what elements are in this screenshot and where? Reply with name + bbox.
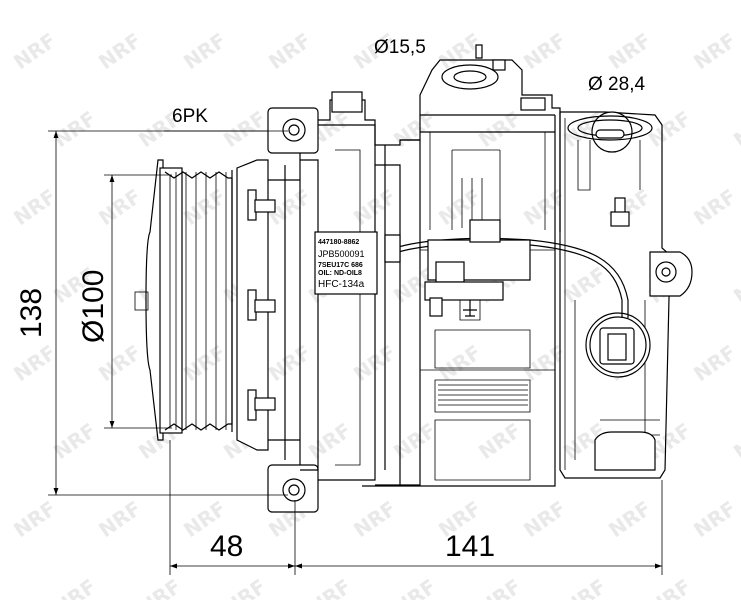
watermark-text: NRF — [264, 340, 315, 386]
label-plate: 447180-8862 JPB500091 7SEU17C 686 OIL: N… — [314, 231, 378, 295]
belt-profile-label: 6PK — [172, 106, 208, 127]
watermark-text: NRF — [604, 28, 655, 74]
watermark-text: NRF — [9, 496, 60, 542]
watermark-text: NRF — [304, 574, 355, 600]
watermark-text: NRF — [689, 184, 740, 230]
label-plate-line4: OIL: ND-OIL8 — [318, 270, 362, 277]
watermark-text: NRF — [94, 184, 145, 230]
suction-port-label: Ø15,5 — [374, 37, 426, 58]
watermark-text: NRF — [94, 28, 145, 74]
pulley-diameter-dimension: Ø100 — [77, 270, 110, 343]
watermark-text: NRF — [519, 28, 570, 74]
watermark-text: NRF — [94, 496, 145, 542]
watermark-text: NRF — [729, 418, 741, 464]
dimension-lines: 6PK 138 Ø100 48 141 Ø15,5 Ø 28,4 — [15, 37, 663, 575]
discharge-port-label: Ø 28,4 — [588, 74, 645, 95]
watermark-text: NRF — [304, 418, 355, 464]
watermark-text: NRF — [474, 106, 525, 152]
pulley — [134, 159, 233, 441]
pressure-sensor — [585, 312, 651, 378]
watermark-text: NRF — [644, 574, 695, 600]
watermark-text: NRF — [219, 106, 270, 152]
watermark-text: NRF — [689, 496, 740, 542]
height-dimension: 138 — [15, 288, 48, 338]
watermark-text: NRF — [434, 340, 485, 386]
watermark-text: NRF — [49, 574, 100, 600]
watermark-text: NRF — [9, 184, 60, 230]
watermark-text: NRF — [389, 418, 440, 464]
watermark-text: NRF — [519, 340, 570, 386]
watermark-text: NRF — [729, 106, 741, 152]
watermark-text: NRF — [474, 574, 525, 600]
compressor-body — [300, 44, 561, 487]
watermark-text: NRF — [729, 262, 741, 308]
mount-ear-bottom — [267, 464, 319, 513]
label-plate-line3: 7SEU17C 686 — [318, 262, 363, 269]
front-housing — [236, 149, 301, 471]
body-length-dimension: 141 — [445, 530, 495, 563]
watermark-text: NRF — [94, 340, 145, 386]
watermark-text: NRF — [179, 184, 230, 230]
watermark-text: NRF — [179, 340, 230, 386]
watermark-text: NRF — [729, 574, 741, 600]
watermark-text: NRF — [49, 106, 100, 152]
label-plate-line1: 447180-8862 — [318, 239, 359, 246]
label-plate-line5: HFC-134a — [318, 279, 365, 290]
watermark-text: NRF — [219, 574, 270, 600]
watermark-text: NRF — [559, 574, 610, 600]
label-plate-line2: JPB500091 — [318, 249, 365, 259]
watermark-text: NRF — [349, 496, 400, 542]
rear-head — [559, 111, 671, 479]
watermark-text: NRF — [9, 28, 60, 74]
wire-harness — [384, 219, 629, 318]
watermark-text: NRF — [49, 418, 100, 464]
rear-mount-boss — [649, 251, 693, 297]
watermark-text: NRF — [519, 496, 570, 542]
watermark-text: NRF — [9, 340, 60, 386]
watermark-text: NRF — [474, 418, 525, 464]
watermark-text: NRF — [604, 496, 655, 542]
watermark-text: NRF — [559, 262, 610, 308]
watermark-text: NRF — [689, 28, 740, 74]
mount-ear-top — [267, 107, 319, 154]
watermark-text: NRF — [389, 574, 440, 600]
watermark-text: NRF — [134, 574, 185, 600]
watermark-text: NRF — [689, 340, 740, 386]
watermark-text: NRF — [264, 28, 315, 74]
pulley-offset-dimension: 48 — [210, 530, 243, 563]
watermark-text: NRF — [179, 28, 230, 74]
